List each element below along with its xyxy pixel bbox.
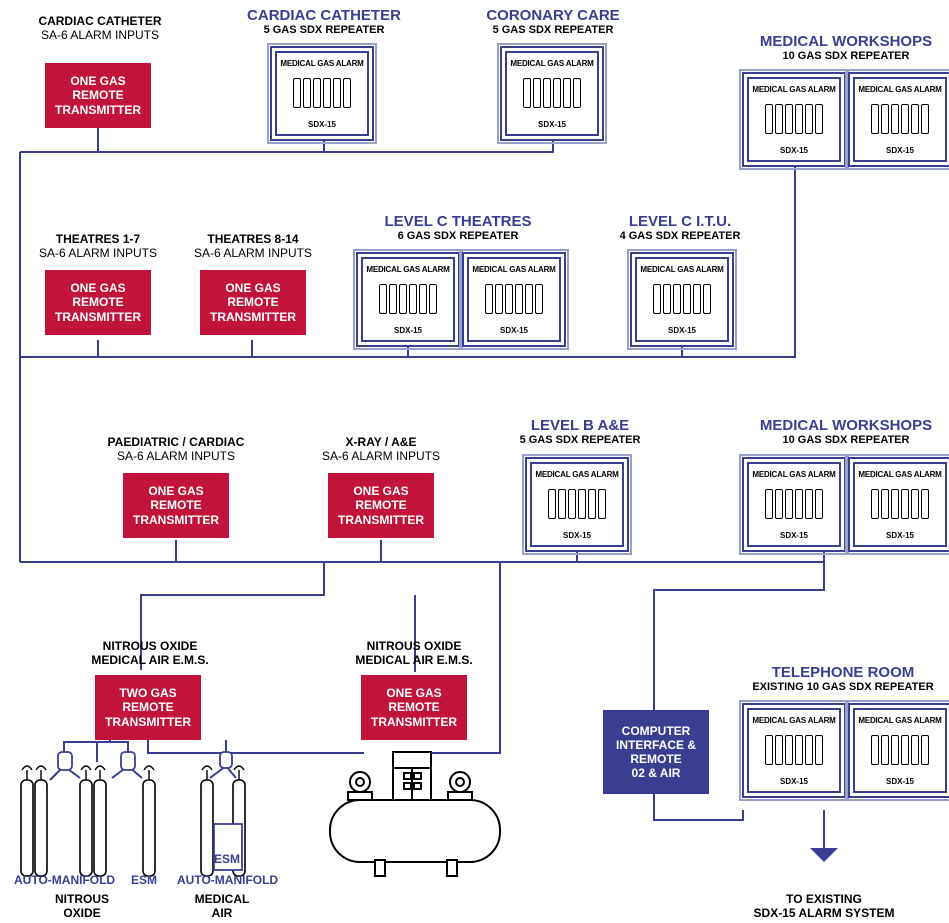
medical-workshops-2-label: MEDICAL WORKSHOPS 10 GAS SDX REPEATER bbox=[759, 417, 933, 447]
level-b-ae-label: LEVEL B A&E 5 GAS SDX REPEATER bbox=[519, 417, 641, 447]
nitrous-ems-1-label: NITROUS OXIDE MEDICAL AIR E.M.S. bbox=[91, 639, 209, 667]
theatres-8-14-label: THEATRES 8-14 SA-6 ALARM INPUTS bbox=[193, 232, 313, 260]
medical-workshops-1-label: MEDICAL WORKSHOPS 10 GAS SDX REPEATER bbox=[759, 33, 933, 63]
esm-label: ESM bbox=[214, 852, 241, 866]
auto-manifold-label: AUTO-MANIFOLD bbox=[177, 873, 279, 887]
esm-label: ESM bbox=[131, 873, 158, 887]
auto-manifold-label: AUTO-MANIFOLD bbox=[14, 873, 116, 887]
cardiac-catheter-repeater-label: CARDIAC CATHETER 5 GAS SDX REPEATER bbox=[247, 7, 401, 37]
nitrous-ems-2-label: NITROUS OXIDE MEDICAL AIR E.M.S. bbox=[355, 639, 473, 667]
paediatric-cardiac-label: PAEDIATRIC / CARDIAC SA-6 ALARM INPUTS bbox=[107, 435, 245, 463]
level-c-itu-label: LEVEL C I.T.U. 4 GAS SDX REPEATER bbox=[619, 213, 741, 243]
cardiac-catheter-inputs-label: CARDIAC CATHETER SA-6 ALARM INPUTS bbox=[38, 14, 162, 42]
theatres-1-7-label: THEATRES 1-7 SA-6 ALARM INPUTS bbox=[38, 232, 158, 260]
level-c-theatres-label: LEVEL C THEATRES 6 GAS SDX REPEATER bbox=[384, 213, 532, 243]
x-ray-ae-label: X-RAY / A&E SA-6 ALARM INPUTS bbox=[321, 435, 441, 463]
telephone-room-label: TELEPHONE ROOM EXISTING 10 GAS SDX REPEA… bbox=[752, 664, 934, 694]
coronary-care-label: CORONARY CARE 5 GAS SDX REPEATER bbox=[486, 7, 620, 37]
